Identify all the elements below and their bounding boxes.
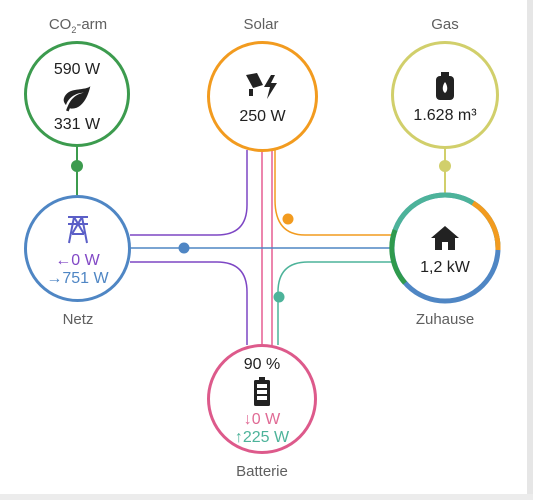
solar-to-grid-flow (130, 150, 248, 236)
co2-label: CO2-arm (48, 16, 108, 35)
solar-label: Solar (243, 16, 279, 33)
bottom-divider (0, 494, 533, 500)
scrollbar-track[interactable] (527, 0, 533, 500)
grid-label: Netz (62, 311, 94, 328)
gas-label: Gas (431, 16, 459, 33)
solar-flow-dot (282, 213, 294, 225)
battery-flow-dot (273, 291, 285, 303)
co2-flow-dot (71, 160, 83, 172)
gas-flow-dot (439, 160, 451, 172)
battery-node[interactable]: 90 % ↓0 W ↑225 W (207, 344, 317, 454)
home-icon (431, 226, 459, 250)
battery-charge-value: ↓0 W (243, 411, 281, 428)
home-label: Zuhause (415, 311, 475, 328)
grid-to-battery-flow (130, 261, 248, 345)
solar-to-home-flow (274, 150, 392, 236)
home-ring (389, 192, 501, 304)
grid-flow-dot (178, 242, 190, 254)
transmission-tower-icon (67, 216, 88, 244)
gas-node[interactable]: 1.628 m³ (391, 41, 499, 149)
solar-value: 250 W (239, 108, 286, 125)
co2-node[interactable]: 590 W 331 W (24, 41, 130, 147)
battery-discharge-value: ↑225 W (234, 429, 290, 446)
solar-power-icon (245, 73, 277, 99)
leaf-icon (63, 86, 91, 112)
solar-node[interactable]: 250 W (207, 41, 318, 152)
co2-value-bottom: 331 W (53, 116, 101, 133)
co2-value-top: 590 W (53, 61, 101, 78)
grid-import-value: →751 W (46, 270, 109, 287)
gas-canister-icon (436, 72, 454, 100)
battery-label: Batterie (236, 463, 288, 480)
battery-icon (254, 377, 270, 406)
grid-export-value: ←0 W (55, 252, 100, 269)
gas-value: 1.628 m³ (413, 107, 477, 124)
battery-to-home-flow (277, 261, 392, 345)
home-node[interactable]: 1,2 kW (392, 195, 498, 301)
grid-node[interactable]: ←0 W →751 W (24, 195, 131, 302)
home-value: 1,2 kW (420, 259, 470, 276)
battery-soc: 90 % (243, 356, 281, 373)
